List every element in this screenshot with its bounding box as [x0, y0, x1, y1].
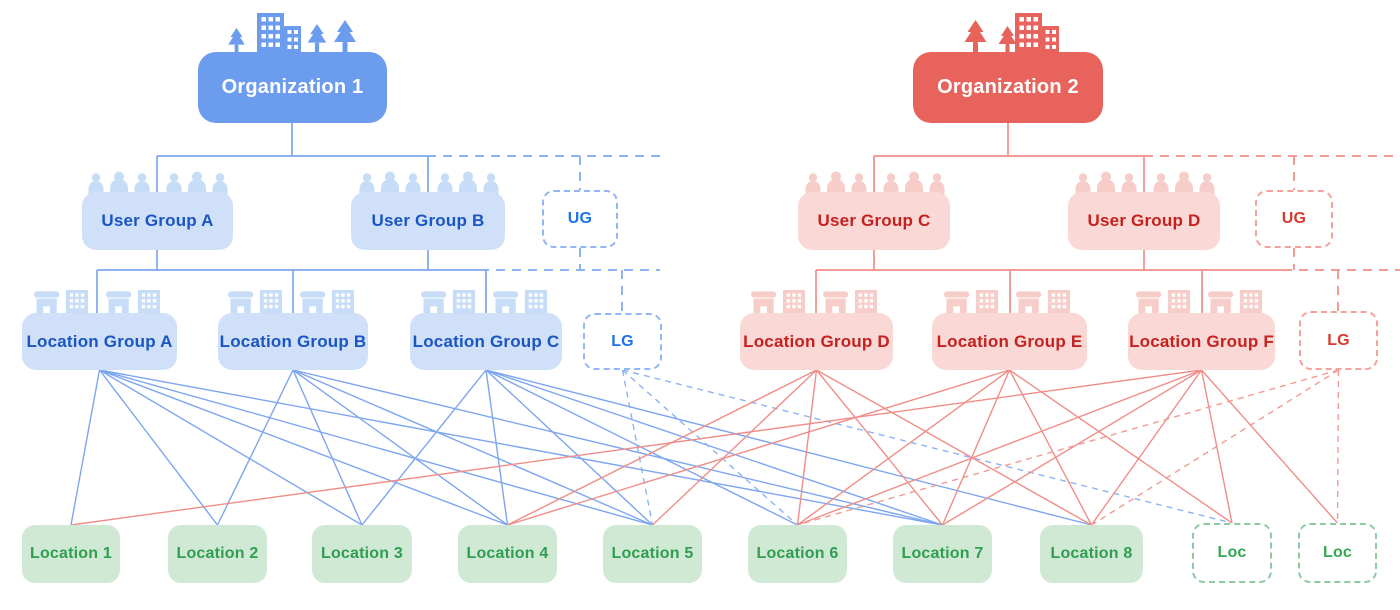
edge-lgD-loc5	[652, 369, 817, 526]
edge-lgD-loc6	[796, 369, 818, 526]
node-ugBlue: UG	[542, 190, 618, 248]
edge-lgC-loc4	[485, 369, 509, 526]
edge-lgF-locX2	[1200, 369, 1339, 524]
edge-lgB-loc4	[292, 369, 508, 526]
edge-lgE-loc8	[1008, 369, 1093, 526]
node-locX1: Loc	[1192, 523, 1272, 583]
node-lgB: Location Group B	[218, 313, 368, 370]
node-locX2: Loc	[1298, 523, 1377, 583]
node-loc6: Location 6	[748, 525, 847, 583]
edge-lgRed-locX2	[1336, 369, 1340, 524]
node-loc7: Location 7	[893, 525, 992, 583]
edge-lgBlue-loc6	[622, 369, 798, 526]
edge-lgD-loc8	[816, 369, 1092, 526]
edge-lgD-loc4	[507, 369, 817, 526]
node-lgA: Location Group A	[22, 313, 177, 370]
node-loc3: Location 3	[312, 525, 412, 583]
node-lgD: Location Group D	[740, 313, 893, 370]
edge-lgB-loc5	[292, 369, 653, 526]
edge-lgA-loc1	[70, 369, 101, 526]
edge-lgC-loc6	[485, 369, 798, 526]
node-loc1: Location 1	[22, 525, 120, 583]
edge-lgE-locX1	[1009, 369, 1233, 524]
edge-lgF-loc1	[70, 369, 1202, 526]
edge-lgC-loc3	[361, 369, 487, 526]
node-lgF: Location Group F	[1128, 313, 1275, 370]
edge-lgA-loc3	[99, 369, 363, 526]
edge-lgB-loc3	[292, 369, 363, 526]
node-ugB: User Group B	[351, 192, 505, 250]
edge-lgA-loc2	[98, 369, 219, 526]
node-ugRed: UG	[1255, 190, 1333, 248]
edge-lgC-loc5	[485, 369, 653, 526]
node-loc5: Location 5	[603, 525, 702, 583]
edge-lgF-loc6	[797, 369, 1202, 526]
edge-lgRed-loc8	[1091, 369, 1339, 526]
edge-lgA-loc7	[99, 369, 943, 526]
edge-lgA-loc4	[99, 369, 508, 526]
edge-lgE-loc7	[941, 369, 1011, 526]
node-org2: Organization 2	[913, 52, 1103, 123]
edge-lgB-loc2	[216, 369, 294, 526]
edge-lgRed-loc6	[797, 369, 1339, 526]
node-org1: Organization 1	[198, 52, 387, 123]
edge-lgC-loc8	[485, 369, 1092, 526]
node-lgE: Location Group E	[932, 313, 1087, 370]
node-lgBlue: LG	[583, 313, 662, 370]
node-loc2: Location 2	[168, 525, 267, 583]
edge-lgF-loc8	[1090, 369, 1203, 526]
edge-lgE-loc6	[797, 369, 1010, 526]
edge-lgBlue-locX1	[622, 369, 1233, 524]
node-loc4: Location 4	[458, 525, 557, 583]
edge-lgF-loc7	[942, 369, 1202, 526]
node-lgC: Location Group C	[410, 313, 562, 370]
edge-lgE-loc4	[507, 369, 1010, 526]
edge-lgB-loc7	[292, 369, 943, 526]
node-lgRed: LG	[1299, 311, 1378, 370]
node-ugD: User Group D	[1068, 192, 1220, 250]
node-loc8: Location 8	[1040, 525, 1143, 583]
node-ugC: User Group C	[798, 192, 950, 250]
node-ugA: User Group A	[82, 192, 233, 250]
edge-lgD-loc7	[815, 369, 944, 526]
